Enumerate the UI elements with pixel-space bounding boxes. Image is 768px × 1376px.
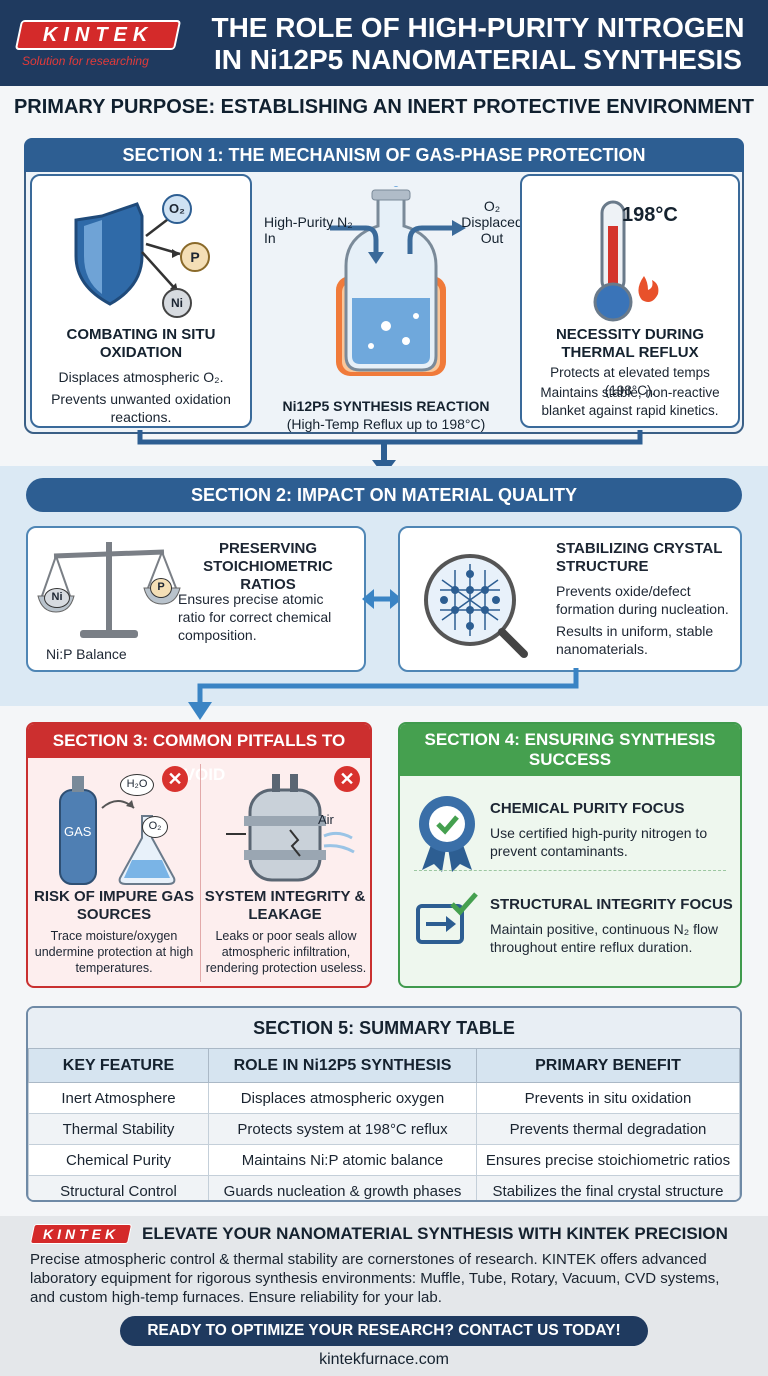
oxygen-out-label: O₂ Displaced Out xyxy=(461,198,523,246)
air-label: Air xyxy=(318,812,334,827)
header-banner: KINTEK Solution for researching THE ROLE… xyxy=(0,0,768,86)
section-5-title: SECTION 5: SUMMARY TABLE xyxy=(28,1008,740,1048)
crystal-line-1: Prevents oxide/defect formation during n… xyxy=(556,583,729,617)
section-4-success-panel: SECTION 4: ENSURING SYNTHESIS SUCCESS CH… xyxy=(398,722,742,988)
impure-gas-body: Trace moisture/oxygen undermine protecti… xyxy=(34,929,194,975)
structural-focus-body: Maintain positive, continuous N₂ flow th… xyxy=(490,921,718,955)
double-arrow-icon xyxy=(362,589,402,609)
table-row: Chemical Purity Maintains Ni:P atomic ba… xyxy=(28,1144,740,1176)
cross-mark-icon: ✕ xyxy=(334,766,360,792)
magnified-lattice-icon xyxy=(424,554,528,658)
thermal-reflux-title: NECESSITY DURING THERMAL REFLUX xyxy=(555,326,705,361)
primary-purpose-heading: PRIMARY PURPOSE: ESTABLISHING AN INERT P… xyxy=(13,96,755,118)
table-cell: Protects system at 198°C reflux xyxy=(208,1113,477,1145)
section-2-title: SECTION 2: IMPACT ON MATERIAL QUALITY xyxy=(26,478,742,512)
temperature-value: 198°C xyxy=(622,204,678,226)
contact-us-button[interactable]: READY TO OPTIMIZE YOUR RESEARCH? CONTACT… xyxy=(120,1316,648,1346)
website-link[interactable]: kintekfurnace.com xyxy=(319,1351,449,1368)
reactor-flask-icon xyxy=(336,186,446,376)
table-cell: Displaces atmospheric oxygen xyxy=(208,1082,477,1114)
footer-body: Precise atmospheric control & thermal st… xyxy=(30,1251,720,1306)
structural-focus-title: STRUCTURAL INTEGRITY FOCUS xyxy=(490,896,733,913)
thermal-line-1: Protects at elevated temps (198°C). xyxy=(550,365,710,398)
nickel-badge: Ni xyxy=(162,288,192,318)
gas-cylinder-label: GAS xyxy=(62,824,94,839)
section-4-title: SECTION 4: ENSURING SYNTHESIS SUCCESS xyxy=(400,724,740,776)
column-header: KEY FEATURE xyxy=(28,1048,209,1083)
table-cell: Maintains Ni:P atomic balance xyxy=(208,1144,477,1176)
water-badge: H₂O xyxy=(120,774,154,796)
column-header: PRIMARY BENEFIT xyxy=(476,1048,740,1083)
thermal-line-2: Maintains stable, non-reactive blanket a… xyxy=(540,385,720,418)
table-header-row: KEY FEATURE ROLE IN Ni12P5 SYNTHESIS PRI… xyxy=(28,1048,740,1083)
thermometer-icon xyxy=(593,200,659,322)
page-title: THE ROLE OF HIGH-PURITY NITROGEN IN Ni12… xyxy=(211,12,745,75)
leakage-body: Leaks or poor seals allow atmospheric in… xyxy=(205,929,367,975)
oxidation-card: O₂ P Ni COMBATING IN SITU OXIDATION Disp… xyxy=(30,174,252,428)
oxidation-card-title: COMBATING IN SITU OXIDATION xyxy=(66,326,216,361)
purity-focus-title: CHEMICAL PURITY FOCUS xyxy=(490,800,685,817)
logo-text: KINTEK xyxy=(42,23,154,46)
section-3-title: SECTION 3: COMMON PITFALLS TO AVOID xyxy=(28,724,370,784)
summary-table: KEY FEATURE ROLE IN Ni12P5 SYNTHESIS PRI… xyxy=(28,1048,740,1200)
success-divider xyxy=(414,870,726,871)
table-cell: Chemical Purity xyxy=(28,1144,209,1176)
footer-logo-text: KINTEK xyxy=(42,1226,120,1242)
table-row: Inert Atmosphere Displaces atmospheric o… xyxy=(28,1082,740,1114)
cross-mark-icon: ✕ xyxy=(162,766,188,792)
oxidation-line-2: Prevents unwanted oxidation reactions. xyxy=(51,391,231,425)
purity-focus-body: Use certified high-purity nitrogen to pr… xyxy=(490,825,708,859)
table-cell: Thermal Stability xyxy=(28,1113,209,1145)
gas-flow-arrows-icon xyxy=(330,220,466,264)
phosphorus-badge: P xyxy=(180,242,210,272)
oxidation-line-1: Displaces atmospheric O₂. xyxy=(58,369,224,385)
impure-gas-title: RISK OF IMPURE GAS SOURCES xyxy=(33,888,194,923)
table-row: Thermal Stability Protects system at 198… xyxy=(28,1113,740,1145)
crystal-structure-card: STABILIZING CRYSTAL STRUCTURE Prevents o… xyxy=(398,526,742,672)
stoichiometry-body: Ensures precise atomic ratio for correct… xyxy=(178,591,332,643)
footer-kintek-logo[interactable]: KINTEK xyxy=(29,1224,133,1244)
section-1-title: SECTION 1: THE MECHANISM OF GAS-PHASE PR… xyxy=(24,138,744,172)
table-row: Structural Control Guards nucleation & g… xyxy=(28,1175,740,1200)
table-cell: Guards nucleation & growth phases xyxy=(208,1175,477,1200)
certified-badge-icon xyxy=(419,796,475,872)
pitfall-divider xyxy=(200,764,201,982)
table-cell: Inert Atmosphere xyxy=(28,1082,209,1114)
footer: KINTEK ELEVATE YOUR NANOMATERIAL SYNTHES… xyxy=(0,1216,768,1376)
section-2-connector-arrow xyxy=(188,668,579,720)
section-1-panel: SECTION 1: THE MECHANISM OF GAS-PHASE PR… xyxy=(24,138,744,434)
kintek-logo[interactable]: KINTEK Solution for researching xyxy=(14,20,186,72)
oxygen-badge: O₂ xyxy=(162,194,192,224)
table-cell: Ensures precise stoichiometric ratios xyxy=(476,1144,740,1176)
leakage-title: SYSTEM INTEGRITY & LEAKAGE xyxy=(204,888,366,923)
flow-check-icon xyxy=(416,892,478,944)
logo-badge: KINTEK xyxy=(14,20,182,50)
nitrogen-in-label: High-Purity N₂ In xyxy=(264,214,353,246)
section-5-summary-panel: SECTION 5: SUMMARY TABLE KEY FEATURE ROL… xyxy=(26,1006,742,1202)
table-cell: Prevents thermal degradation xyxy=(476,1113,740,1145)
section-3-pitfalls-panel: SECTION 3: COMMON PITFALLS TO AVOID GAS … xyxy=(26,722,372,988)
reflux-temp-label: (High-Temp Reflux up to 198°C) xyxy=(286,416,486,432)
stoichiometry-card: Ni P Ni:P Balance PRESERVING STOICHIOMET… xyxy=(26,526,366,672)
footer-title: ELEVATE YOUR NANOMATERIAL SYNTHESIS WITH… xyxy=(142,1224,728,1243)
stoichiometry-title: PRESERVING STOICHIOMETRIC RATIOS xyxy=(203,540,333,593)
scale-label: Ni:P Balance xyxy=(46,646,127,662)
leaking-vessel-icon xyxy=(226,774,355,882)
thermal-reflux-card: 198°C NECESSITY DURING THERMAL REFLUX Pr… xyxy=(520,174,740,428)
oxygen-contaminant-badge: O₂ xyxy=(142,816,168,838)
table-cell: Stabilizes the final crystal structure xyxy=(476,1175,740,1200)
crystal-line-2: Results in uniform, stable nanomaterials… xyxy=(556,623,714,657)
table-cell: Structural Control xyxy=(28,1175,209,1200)
crystal-title: STABILIZING CRYSTAL STRUCTURE xyxy=(556,540,723,575)
column-header: ROLE IN Ni12P5 SYNTHESIS xyxy=(208,1048,477,1083)
phosphorus-pan-label: P xyxy=(150,578,172,598)
logo-tagline: Solution for researching xyxy=(22,54,149,68)
table-cell: Prevents in situ oxidation xyxy=(476,1082,740,1114)
synthesis-reaction-label: Ni12P5 SYNTHESIS REACTION xyxy=(282,398,490,414)
nickel-pan-label: Ni xyxy=(44,588,70,608)
